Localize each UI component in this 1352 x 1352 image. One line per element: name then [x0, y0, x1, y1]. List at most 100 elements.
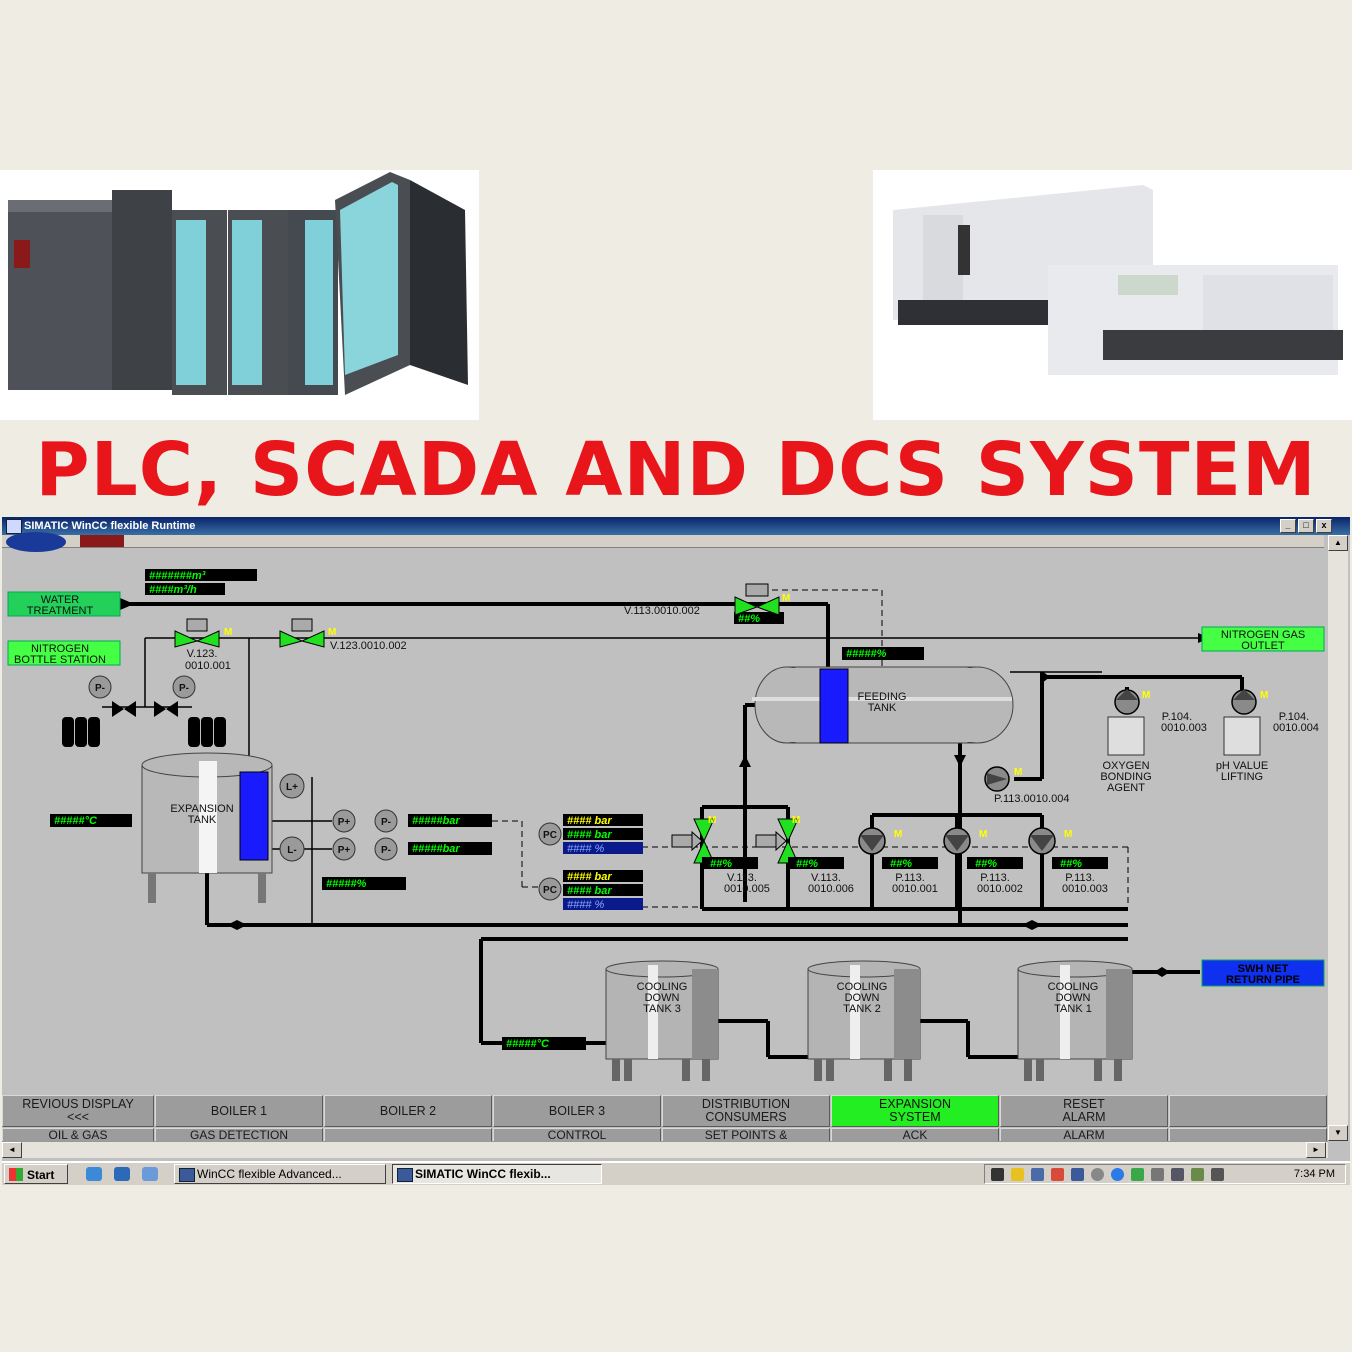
flow-display: ####m³/h: [145, 583, 225, 596]
power-icon[interactable]: [1111, 1168, 1124, 1181]
valve-v123-002-label: V.123.0010.002: [330, 640, 407, 652]
task-simatic-runtime[interactable]: SIMATIC WinCC flexib...: [392, 1164, 602, 1184]
svg-text:PC: PC: [543, 830, 557, 841]
arrow-icon[interactable]: [1151, 1168, 1164, 1181]
keyboard-icon[interactable]: [1031, 1168, 1044, 1181]
clock-icon[interactable]: [1091, 1168, 1104, 1181]
app-icon: [6, 519, 22, 534]
svg-text:L-: L-: [287, 845, 296, 856]
nitrogen-bottle-box: [7, 640, 121, 666]
water-treatment-box: [7, 591, 121, 617]
nav-button-3[interactable]: BOILER 3: [493, 1095, 661, 1127]
browser-icon[interactable]: [86, 1167, 102, 1181]
svg-text:##%: ##%: [975, 858, 997, 870]
vertical-scrollbar[interactable]: ▲ ▼: [1328, 535, 1348, 1141]
windows-logo-icon: [9, 1168, 23, 1181]
svg-text:#### %: #### %: [567, 843, 605, 855]
cooling-tank-3: [605, 960, 719, 1081]
explorer-icon[interactable]: [142, 1167, 158, 1181]
task-wincc-advanced[interactable]: WinCC flexible Advanced...: [174, 1164, 386, 1184]
pressure-instruments-icon: P+ P- P+ P-: [332, 809, 398, 861]
maximize-button[interactable]: □: [1298, 519, 1314, 533]
valve-v123-001-label: V.123.0010.001: [185, 648, 231, 672]
window-title: SIMATIC WinCC flexible Runtime: [24, 520, 196, 532]
nav-button-row2-6[interactable]: ALARM: [1000, 1128, 1168, 1142]
svg-text:#### bar: #### bar: [567, 815, 612, 827]
svg-text:#### bar: #### bar: [567, 829, 612, 841]
svg-text:M: M: [1064, 829, 1072, 840]
nav-button-1[interactable]: BOILER 1: [155, 1095, 323, 1127]
nav-button-5[interactable]: EXPANSION SYSTEM: [831, 1095, 999, 1127]
network-icon[interactable]: [114, 1167, 130, 1181]
minimize-button[interactable]: _: [1280, 519, 1296, 533]
valve-v113-006-label: V.113.0010.006: [808, 872, 854, 895]
volume-icon[interactable]: [1211, 1168, 1224, 1181]
start-button[interactable]: Start: [4, 1164, 68, 1184]
scroll-left-icon[interactable]: ◄: [2, 1142, 22, 1158]
valve-v113-002-icon: M: [734, 583, 790, 616]
svg-text:##%: ##%: [738, 613, 760, 625]
svg-text:##%: ##%: [890, 858, 912, 870]
nav-button-row2-7[interactable]: [1169, 1128, 1327, 1142]
pump-p113-001-icon: M ##%: [858, 827, 938, 870]
nav-button-row2-4[interactable]: SET POINTS &: [662, 1128, 830, 1142]
headline: PLC, SCADA AND DCS SYSTEM: [35, 427, 1317, 513]
shield-icon[interactable]: [1011, 1168, 1024, 1181]
close-button[interactable]: x: [1316, 519, 1332, 533]
nitrogen-outlet-box: [1201, 626, 1325, 652]
nav-button-row2-5[interactable]: ACK: [831, 1128, 999, 1142]
svg-text:P+: P+: [338, 817, 351, 828]
pump-p113-003-icon: M ##%: [1028, 827, 1108, 870]
nav-button-row2-3[interactable]: CONTROL: [493, 1128, 661, 1142]
nav-button-row2-2[interactable]: [324, 1128, 492, 1142]
svg-text:#####bar: #####bar: [412, 843, 460, 855]
svg-text:M: M: [1260, 690, 1268, 701]
monitor-icon[interactable]: [1171, 1168, 1184, 1181]
siemens-logo-icon: [6, 532, 66, 552]
app-tray-icon[interactable]: [1071, 1168, 1084, 1181]
clock: 7:34 PM: [1294, 1168, 1335, 1180]
svg-text:P+: P+: [338, 845, 351, 856]
pump-p104-004-icon: M: [1223, 689, 1268, 756]
nav-button-row2-1[interactable]: GAS DETECTION: [155, 1128, 323, 1142]
pump-p113-002-icon: M ##%: [943, 827, 1023, 870]
scroll-up-icon[interactable]: ▲: [1328, 535, 1348, 551]
windows-taskbar: Start WinCC flexible Advanced... SIMATIC…: [2, 1161, 1350, 1185]
network-tray-icon[interactable]: [1191, 1168, 1204, 1181]
cooling-tank-2: [807, 960, 921, 1081]
svg-text:M: M: [1142, 690, 1150, 701]
nav-button-7[interactable]: [1169, 1095, 1327, 1127]
pc-controller-2: PC #### bar #### bar #### %: [538, 870, 643, 911]
valve-v113-006-icon: M ##%: [755, 815, 844, 870]
nav-button-0[interactable]: REVIOUS DISPLAY <<<: [2, 1095, 154, 1127]
scroll-down-icon[interactable]: ▼: [1328, 1125, 1348, 1141]
svg-text:#####°C: #####°C: [54, 815, 98, 827]
cursor-icon[interactable]: [991, 1168, 1004, 1181]
nav-button-4[interactable]: DISTRIBUTION CONSUMERS: [662, 1095, 830, 1127]
flag-icon[interactable]: [1051, 1168, 1064, 1181]
bar-display-2: #####bar: [408, 842, 492, 855]
svg-text:P-: P-: [381, 845, 391, 856]
svg-text:M: M: [1014, 767, 1022, 778]
siemens-plc-photo: [0, 170, 479, 420]
users-icon[interactable]: [1131, 1168, 1144, 1181]
nav-button-6[interactable]: RESET ALARM: [1000, 1095, 1168, 1127]
pump-p113-003-label: P.113.0010.003: [1062, 872, 1108, 895]
nav-button-row2-0[interactable]: OIL & GAS: [2, 1128, 154, 1142]
window-toolstrip: [2, 535, 1324, 548]
svg-text:####m³/h: ####m³/h: [149, 584, 197, 596]
svg-text:#### %: #### %: [567, 899, 605, 911]
wincc-icon: [179, 1168, 195, 1182]
nav-button-2[interactable]: BOILER 2: [324, 1095, 492, 1127]
horizontal-scrollbar[interactable]: ◄ ►: [2, 1141, 1328, 1158]
scroll-right-icon[interactable]: ►: [1306, 1142, 1326, 1158]
